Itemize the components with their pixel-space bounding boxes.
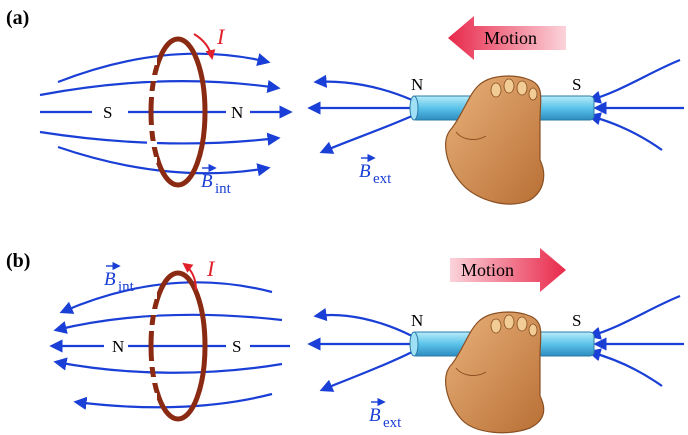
panel-a-current-symbol: I [216, 24, 226, 49]
panel-b-current-loop [147, 270, 208, 422]
panel-b-current-arrow [182, 262, 197, 291]
panel-b-b-int-symbol: B [104, 269, 116, 290]
panel-a-b-ext-symbol: B [359, 161, 371, 182]
panel-b-magnet-field-lines [307, 294, 684, 392]
panel-b-b-int-subscript: int [118, 279, 135, 295]
panel-b-magnet-pole-left: N [411, 311, 423, 330]
panel-a-magnet-pole-right: S [572, 75, 581, 94]
panel-b-loop-pole-left: N [112, 337, 124, 356]
panel-b-hand [445, 311, 545, 434]
panel-b-loop-field-lines [49, 281, 290, 410]
panel-b-b-int-label: B int [104, 261, 135, 295]
panel-b-b-ext-label: B ext [369, 397, 402, 431]
panel-a-loop-pole-right: N [231, 103, 243, 122]
panel-a-loop-field-lines [39, 52, 293, 177]
panel-a-magnet-pole-left: N [411, 75, 423, 94]
panel-a-magnet-field-lines [307, 58, 684, 154]
panel-b-b-ext-subscript: ext [383, 415, 402, 431]
panel-a-hand [445, 75, 545, 205]
panel-a: (a) S N I [6, 7, 684, 205]
panel-b-b-ext-symbol: B [369, 405, 381, 426]
panel-a-motion-label: Motion [484, 28, 537, 48]
panel-b-tag: (b) [6, 250, 30, 272]
panel-a-b-ext-label: B ext [359, 153, 392, 187]
panel-a-tag: (a) [6, 7, 29, 29]
panel-b: (b) N S I [6, 248, 684, 434]
panel-a-motion-arrow: Motion [448, 16, 566, 60]
panel-a-current-arrow [193, 33, 216, 60]
panel-b-motion-label: Motion [461, 260, 514, 280]
panel-b-motion-arrow: Motion [450, 248, 566, 292]
panel-a-b-ext-subscript: ext [373, 171, 392, 187]
panel-a-b-int-symbol: B [201, 171, 213, 192]
panel-a-b-int-subscript: int [215, 181, 232, 197]
panel-a-current-loop [147, 36, 208, 188]
panel-b-loop-pole-right: S [232, 337, 241, 356]
panel-b-magnet-pole-right: S [572, 311, 581, 330]
panel-b-current-symbol: I [206, 256, 216, 281]
panel-a-loop-pole-left: S [103, 103, 112, 122]
panel-a-b-int-label: B int [201, 163, 232, 197]
